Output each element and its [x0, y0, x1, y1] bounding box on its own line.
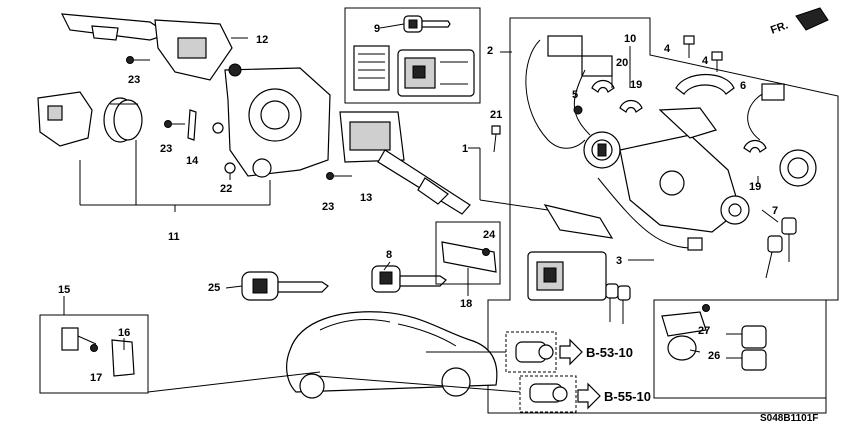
- callout-7: 7: [772, 205, 778, 217]
- screw-23b: [164, 120, 185, 128]
- callout-8: 8: [386, 249, 392, 261]
- key-8: [371, 265, 447, 293]
- key-card-keys: [527, 251, 631, 324]
- clamp-20: [591, 79, 615, 93]
- cover-6: [675, 74, 735, 95]
- callout-17: 17: [90, 372, 102, 384]
- callout-19a: 19: [630, 79, 642, 91]
- callout-14: 14: [186, 155, 199, 167]
- bracket-11: [79, 140, 271, 212]
- callout-20: 20: [616, 57, 628, 69]
- leader-lines: [63, 23, 779, 353]
- front-direction-arrow: [795, 7, 829, 31]
- reference-b55: B-55-10: [604, 389, 651, 404]
- screw-27: [702, 304, 710, 312]
- cable-reel-assembly: [212, 63, 331, 178]
- bolt-5: [573, 105, 583, 115]
- switch-7: [747, 83, 817, 187]
- leader-car-b55: [317, 375, 521, 393]
- key-25: [241, 271, 329, 301]
- bolt-21: [491, 125, 501, 153]
- callout-23c: 23: [322, 201, 334, 213]
- callout-16: 16: [118, 327, 130, 339]
- arrow-b55: [577, 382, 601, 410]
- callout-18: 18: [460, 298, 472, 310]
- arrow-b53: [559, 338, 583, 366]
- callout-21: 21: [490, 109, 502, 121]
- bolt-17: [90, 344, 98, 352]
- drawing-code: S048B1101F: [760, 413, 818, 424]
- door-lock-cylinder: [505, 331, 557, 373]
- garnish-1: [479, 148, 614, 239]
- screw-23c: [326, 172, 352, 180]
- trunk-lock-15: [39, 314, 149, 394]
- ring-part: [103, 97, 143, 143]
- key-9-icon: [403, 15, 451, 33]
- bolt-4b: [711, 51, 723, 72]
- reference-b53: B-53-10: [586, 345, 633, 360]
- callout-6: 6: [740, 80, 746, 92]
- cylinder-lock: [583, 131, 621, 169]
- screw-23a: [126, 56, 150, 64]
- callout-25: 25: [208, 282, 220, 294]
- steering-lock-body: [619, 107, 750, 233]
- callout-19b: 19: [749, 181, 761, 193]
- front-marker: FR.: [769, 19, 790, 36]
- callout-26: 26: [708, 350, 720, 362]
- callout-9: 9: [374, 23, 380, 35]
- callout-10: 10: [624, 33, 636, 45]
- screw-24: [482, 248, 490, 256]
- car-silhouette: [286, 311, 498, 399]
- bolt-4a: [683, 35, 695, 58]
- callout-1: 1: [462, 143, 468, 155]
- callout-24: 24: [483, 229, 496, 241]
- callout-3: 3: [616, 255, 622, 267]
- clip-14: [187, 109, 197, 141]
- callout-4a: 4: [664, 43, 671, 55]
- wiper-switch: [339, 111, 471, 215]
- callout-27: 27: [698, 325, 710, 337]
- keys-7: [765, 217, 797, 279]
- callout-2: 2: [487, 45, 493, 57]
- inset-26-box: [653, 299, 827, 399]
- combination-switch-lever: [60, 13, 233, 81]
- callout-23a: 23: [128, 74, 140, 86]
- callout-23b: 23: [160, 143, 172, 155]
- key-card: [397, 49, 475, 97]
- callout-15: 15: [58, 284, 70, 296]
- callout-11: 11: [168, 231, 180, 243]
- harness-2: [525, 35, 613, 149]
- callout-13: 13: [360, 192, 372, 204]
- trunk-lock-cylinder: [519, 375, 577, 413]
- clamp-19a: [619, 99, 643, 113]
- label-card: [353, 45, 390, 91]
- bolt-22: [224, 162, 236, 180]
- callout-12: 12: [256, 34, 268, 46]
- clamp-19b: [743, 139, 767, 153]
- harness-3: [597, 177, 703, 251]
- callout-5: 5: [572, 89, 578, 101]
- key-info-box: [344, 7, 481, 104]
- callout-22: 22: [220, 183, 232, 195]
- callout-4b: 4: [702, 55, 709, 67]
- leader-car-15: [147, 371, 321, 393]
- cylinder-cover: [37, 91, 93, 147]
